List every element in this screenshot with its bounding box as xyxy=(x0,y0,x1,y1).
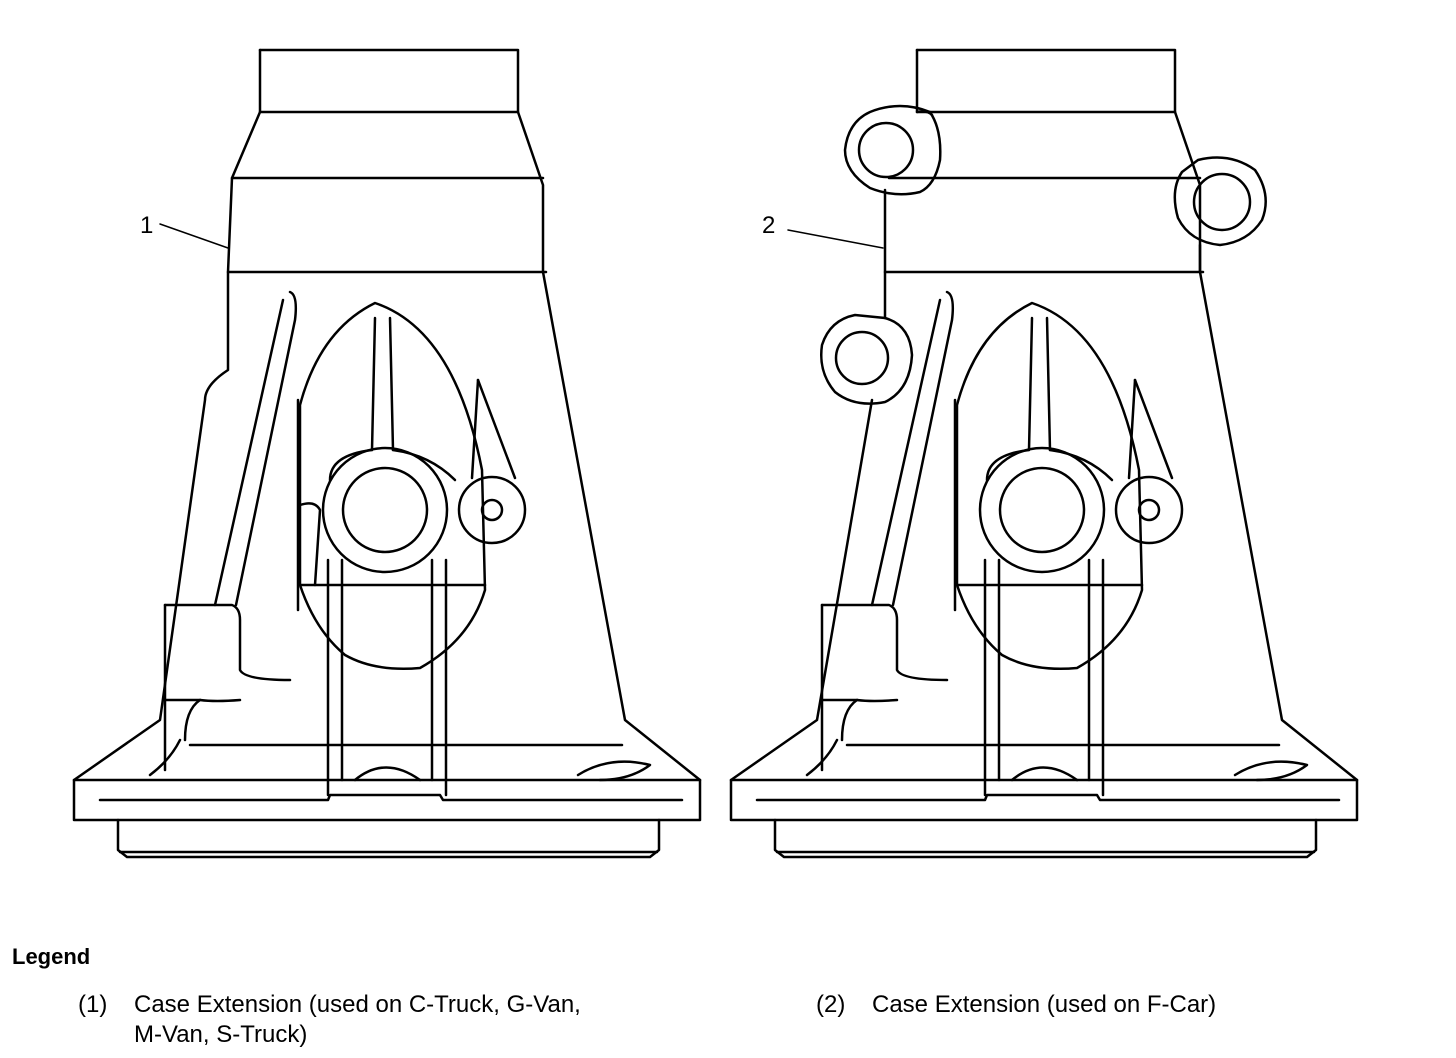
leader-line-2 xyxy=(787,229,884,249)
legend-text: Case Extension (used on F-Car) xyxy=(872,991,1217,1018)
legend-item-2: (2) Case Extension (used on F-Car) xyxy=(816,990,1316,1022)
legend-item-1: (1) Case Extension (used on C-Truck, G-V… xyxy=(78,990,698,1052)
callout-2: 2 xyxy=(762,212,776,239)
leader-line-1 xyxy=(159,223,229,249)
legend-number: (1) xyxy=(78,991,108,1018)
legend-text-continued: M-Van, S-Truck) xyxy=(134,1021,308,1048)
case-extension-2 xyxy=(729,48,1359,859)
case-extension-1 xyxy=(72,48,702,859)
legend-number: (2) xyxy=(816,991,846,1018)
callout-1: 1 xyxy=(140,212,154,239)
legend-text: Case Extension (used on C-Truck, G-Van, xyxy=(134,991,581,1018)
mounting-bosses xyxy=(820,104,1267,405)
legend-title: Legend xyxy=(12,944,91,969)
